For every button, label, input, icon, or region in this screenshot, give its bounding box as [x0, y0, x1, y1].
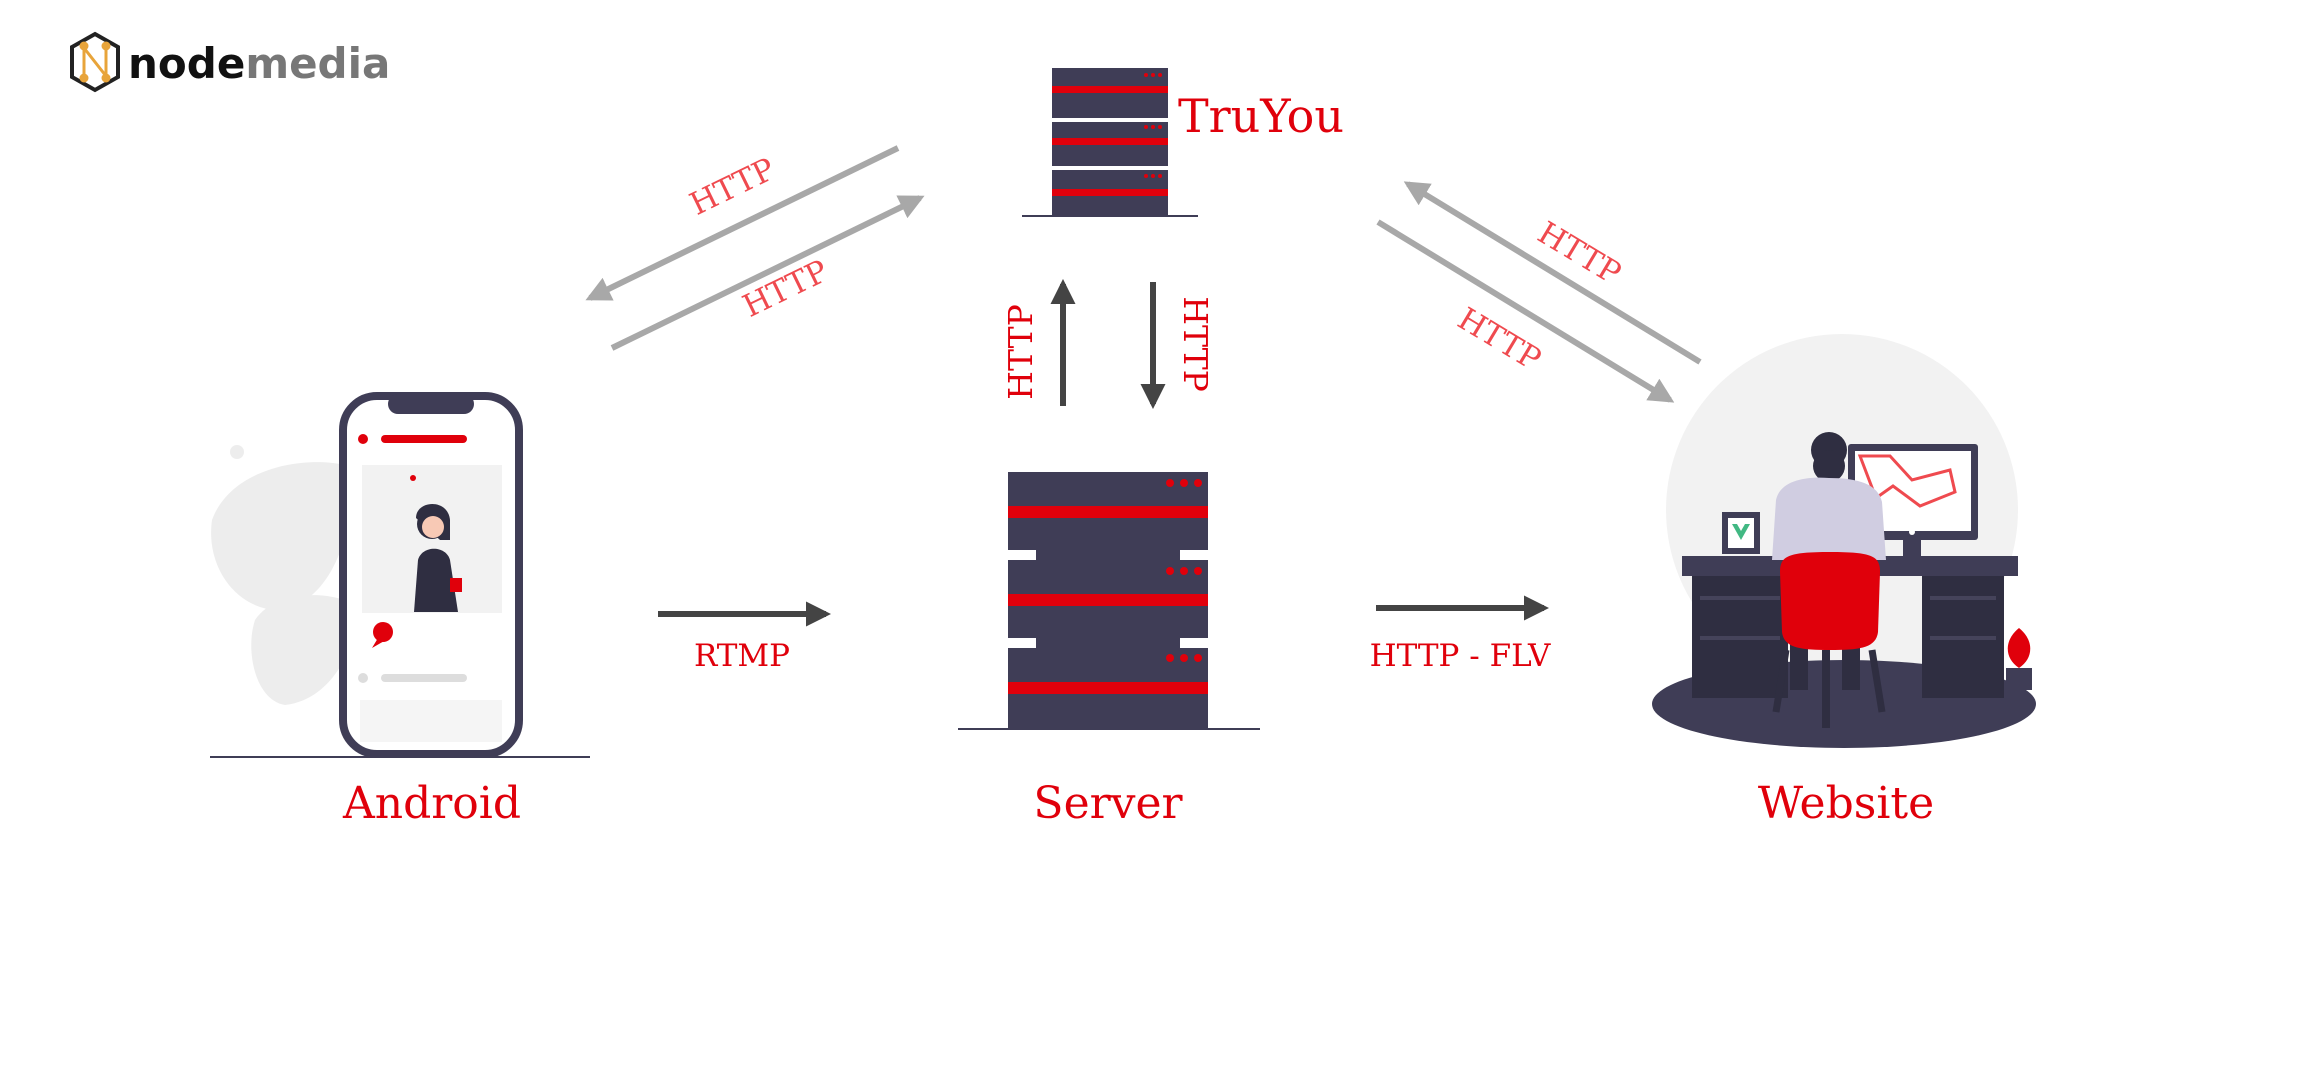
logo-circuit-icon [79, 41, 111, 83]
server-label: Server [1033, 778, 1183, 829]
nodemedia-logo: nodemedia [70, 31, 390, 93]
label-website-to-truyou: HTTP [1531, 215, 1627, 292]
android-label: Android [342, 778, 521, 829]
truyou-label: TruYou [1178, 89, 1344, 143]
person-icon [414, 504, 462, 612]
server-icon [958, 472, 1260, 730]
label-server-to-website: HTTP - FLV [1370, 638, 1551, 674]
label-truyou-to-website: HTTP [1451, 301, 1547, 378]
label-truyou-to-server: HTTP [1176, 296, 1215, 392]
website-label: Website [1758, 778, 1934, 829]
developer-person-icon [1772, 432, 1886, 690]
truyou-server-icon [1022, 68, 1198, 217]
android-phone-illustration [210, 392, 590, 758]
website-developer-illustration [1652, 334, 2036, 748]
label-android-to-server: RTMP [694, 638, 790, 674]
plant-icon [2006, 628, 2032, 690]
arrow-truyou-to-website [1376, 219, 1675, 403]
logo-wordmark-media: media [245, 39, 390, 88]
logo-hexagon-icon [70, 31, 120, 93]
arrow-android-to-truyou [610, 195, 925, 351]
label-server-to-truyou: HTTP [1001, 304, 1040, 400]
leaf-decoration-icon [211, 445, 356, 705]
logo-wordmark: nodemedia [128, 39, 390, 88]
vue-frame-icon [1722, 512, 1760, 554]
arrow-truyou-to-android [585, 145, 900, 301]
arrow-website-to-truyou [1403, 181, 1702, 365]
logo-wordmark-node: node [128, 39, 245, 88]
red-chair-icon [1772, 552, 1886, 728]
